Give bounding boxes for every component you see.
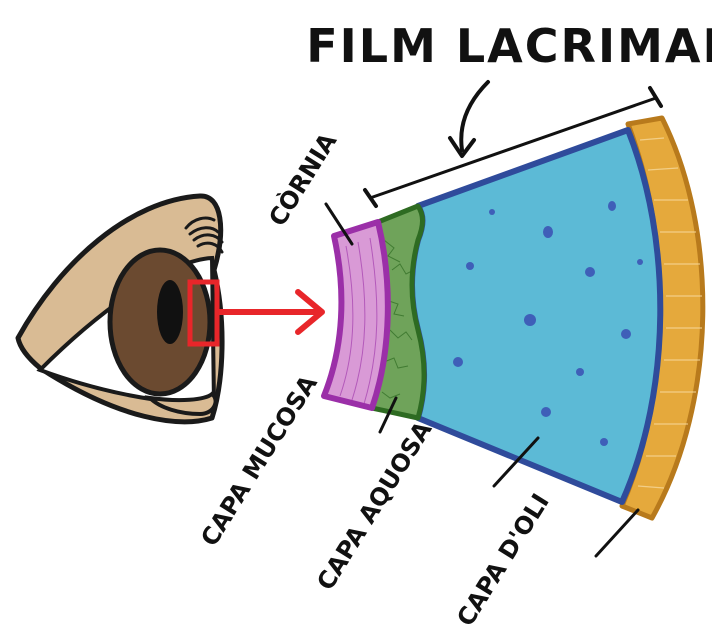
oil-label-group: CAPA D'OLI xyxy=(451,489,638,631)
cornea-label-group: CÒRNIA xyxy=(262,127,352,244)
magnified-layers xyxy=(324,118,703,518)
cornea-layer xyxy=(324,222,388,408)
cornea-label: CÒRNIA xyxy=(262,127,343,232)
title-pointer-arrow xyxy=(450,82,488,156)
aqueous-layer xyxy=(412,130,660,502)
diagram-title: FILM LACRIMAL xyxy=(306,19,712,73)
magnify-arrow xyxy=(218,292,322,332)
eye-illustration xyxy=(18,196,222,422)
oil-label: CAPA D'OLI xyxy=(451,489,554,631)
aqueous-label: CAPA AQUOSA xyxy=(311,416,437,595)
